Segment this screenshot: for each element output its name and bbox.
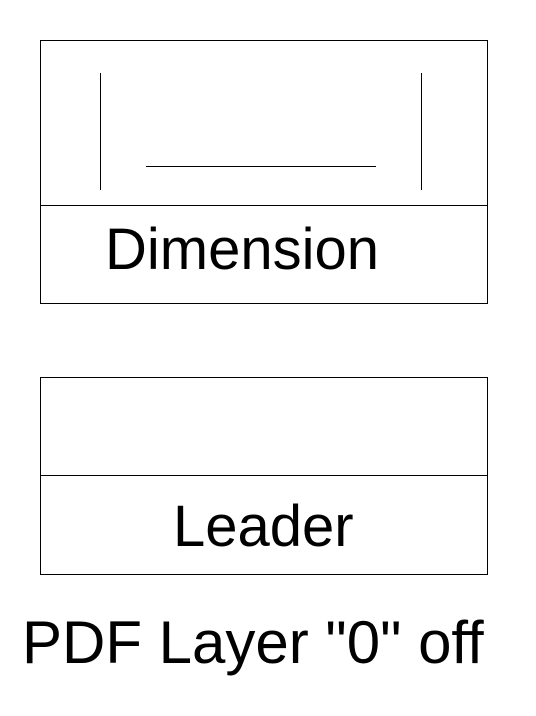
dimension-label: Dimension [105, 217, 379, 282]
dimension-extension-line-left [100, 73, 101, 190]
dimension-extension-line-right [421, 73, 422, 190]
leader-box-divider [41, 475, 487, 476]
pdf-layer-status-text: PDF Layer "0" off [22, 609, 484, 676]
leader-box: Leader [40, 377, 488, 575]
dimension-box-divider [41, 205, 487, 206]
dimension-box: Dimension [40, 40, 488, 304]
leader-label: Leader [173, 494, 354, 559]
dimension-line [146, 166, 376, 167]
